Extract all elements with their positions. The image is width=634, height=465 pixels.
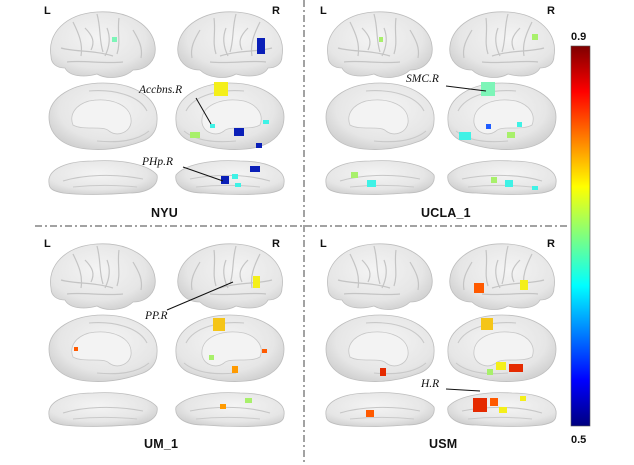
roi-label-pp: PP.R <box>145 310 168 322</box>
cluster-ucla-1 <box>379 37 383 42</box>
roi-label-smc: SMC.R <box>406 73 439 85</box>
hemi-left-label-nyu: L <box>44 5 51 17</box>
cluster-ucla-9 <box>367 180 376 187</box>
leader-php <box>182 166 224 182</box>
cluster-usm-10 <box>499 407 507 413</box>
cluster-nyu-8 <box>256 143 262 148</box>
cluster-ucla-5 <box>486 124 491 129</box>
cluster-ucla-4 <box>459 132 471 140</box>
cluster-nyu-4 <box>210 124 215 128</box>
colorbar-min-label: 0.5 <box>571 434 587 446</box>
cluster-um-8 <box>220 404 226 409</box>
cluster-nyu-1 <box>257 38 265 54</box>
cluster-usm-4 <box>380 368 386 376</box>
cluster-ucla-2 <box>532 34 538 40</box>
cluster-um-7 <box>245 398 252 403</box>
lateral-right-ucla <box>449 11 555 78</box>
leader-smc <box>445 85 487 92</box>
ventral-left-nyu <box>48 160 158 195</box>
cluster-ucla-12 <box>532 186 538 190</box>
cluster-nyu-3 <box>214 82 228 96</box>
medial-left-nyu <box>48 82 158 150</box>
cluster-nyu-2 <box>112 37 117 42</box>
cluster-ucla-6 <box>507 132 515 138</box>
cluster-usm-1 <box>474 283 484 293</box>
medial-right-usm <box>447 314 557 382</box>
cluster-nyu-6 <box>234 128 244 136</box>
cluster-nyu-5 <box>190 132 200 138</box>
ventral-left-usm <box>325 392 435 427</box>
cluster-ucla-7 <box>517 122 522 127</box>
lateral-left-ucla <box>327 11 433 78</box>
cluster-nyu-7 <box>263 120 269 124</box>
cluster-ucla-8 <box>351 172 358 178</box>
cluster-usm-9 <box>490 398 498 406</box>
lateral-right-usm <box>449 243 555 310</box>
lateral-right-nyu <box>177 11 283 78</box>
colorbar-max-label: 0.9 <box>571 31 587 43</box>
cluster-nyu-11 <box>250 166 260 172</box>
hemi-right-label-nyu: R <box>272 5 280 17</box>
leader-pp <box>166 281 234 311</box>
hemi-left-label-usm: L <box>320 238 327 250</box>
panel-dividers <box>35 0 568 465</box>
cluster-um-5 <box>232 366 238 373</box>
site-title-um: UM_1 <box>144 437 179 451</box>
brain-surfaces <box>48 11 557 427</box>
roi-label-php: PHp.R <box>142 156 173 168</box>
ventral-left-ucla <box>325 160 435 195</box>
site-title-ucla: UCLA_1 <box>421 206 471 220</box>
leader-accbns <box>195 97 212 125</box>
cluster-usm-12 <box>366 410 374 417</box>
lateral-left-usm <box>327 243 433 310</box>
site-title-usm: USM <box>429 437 458 451</box>
lateral-right-um <box>177 243 283 310</box>
site-title-nyu: NYU <box>151 206 178 220</box>
hemi-right-label-ucla: R <box>547 5 555 17</box>
cluster-usm-6 <box>496 362 506 370</box>
ventral-left-um <box>48 392 158 427</box>
hemi-left-label-ucla: L <box>320 5 327 17</box>
cluster-ucla-11 <box>505 180 513 187</box>
medial-right-um <box>175 314 285 382</box>
medial-left-ucla <box>325 82 435 150</box>
leader-h <box>445 388 481 392</box>
roi-label-accbns: Accbns.R <box>139 84 183 96</box>
hemi-left-label-um: L <box>44 238 51 250</box>
cluster-nyu-12 <box>235 183 241 187</box>
medial-left-um <box>48 314 158 382</box>
roi-leader-lines <box>166 85 487 392</box>
cluster-nyu-9 <box>221 176 229 184</box>
cluster-um-3 <box>209 355 214 360</box>
cluster-ucla-3 <box>481 82 495 96</box>
cluster-usm-3 <box>481 318 493 330</box>
ventral-right-ucla <box>447 160 557 195</box>
ventral-right-nyu <box>175 160 285 195</box>
cluster-nyu-10 <box>232 174 238 179</box>
roi-label-h: H.R <box>421 378 440 390</box>
cluster-usm-2 <box>520 280 528 290</box>
lateral-left-nyu <box>50 11 156 78</box>
cluster-um-4 <box>262 349 267 353</box>
hemi-right-label-usm: R <box>547 238 555 250</box>
hemi-right-label-um: R <box>272 238 280 250</box>
cluster-usm-11 <box>520 396 526 401</box>
lateral-left-um <box>50 243 156 310</box>
medial-right-nyu <box>175 82 285 150</box>
cluster-um-6 <box>74 347 78 351</box>
cluster-usm-8 <box>473 398 487 412</box>
colorbar <box>570 45 591 427</box>
cluster-um-1 <box>253 276 260 288</box>
roi-clusters <box>74 34 538 417</box>
cluster-um-2 <box>213 318 225 331</box>
ventral-right-um <box>175 392 285 427</box>
cluster-usm-7 <box>509 364 523 372</box>
cluster-usm-5 <box>487 369 493 375</box>
medial-left-usm <box>325 314 435 382</box>
cluster-ucla-10 <box>491 177 497 183</box>
